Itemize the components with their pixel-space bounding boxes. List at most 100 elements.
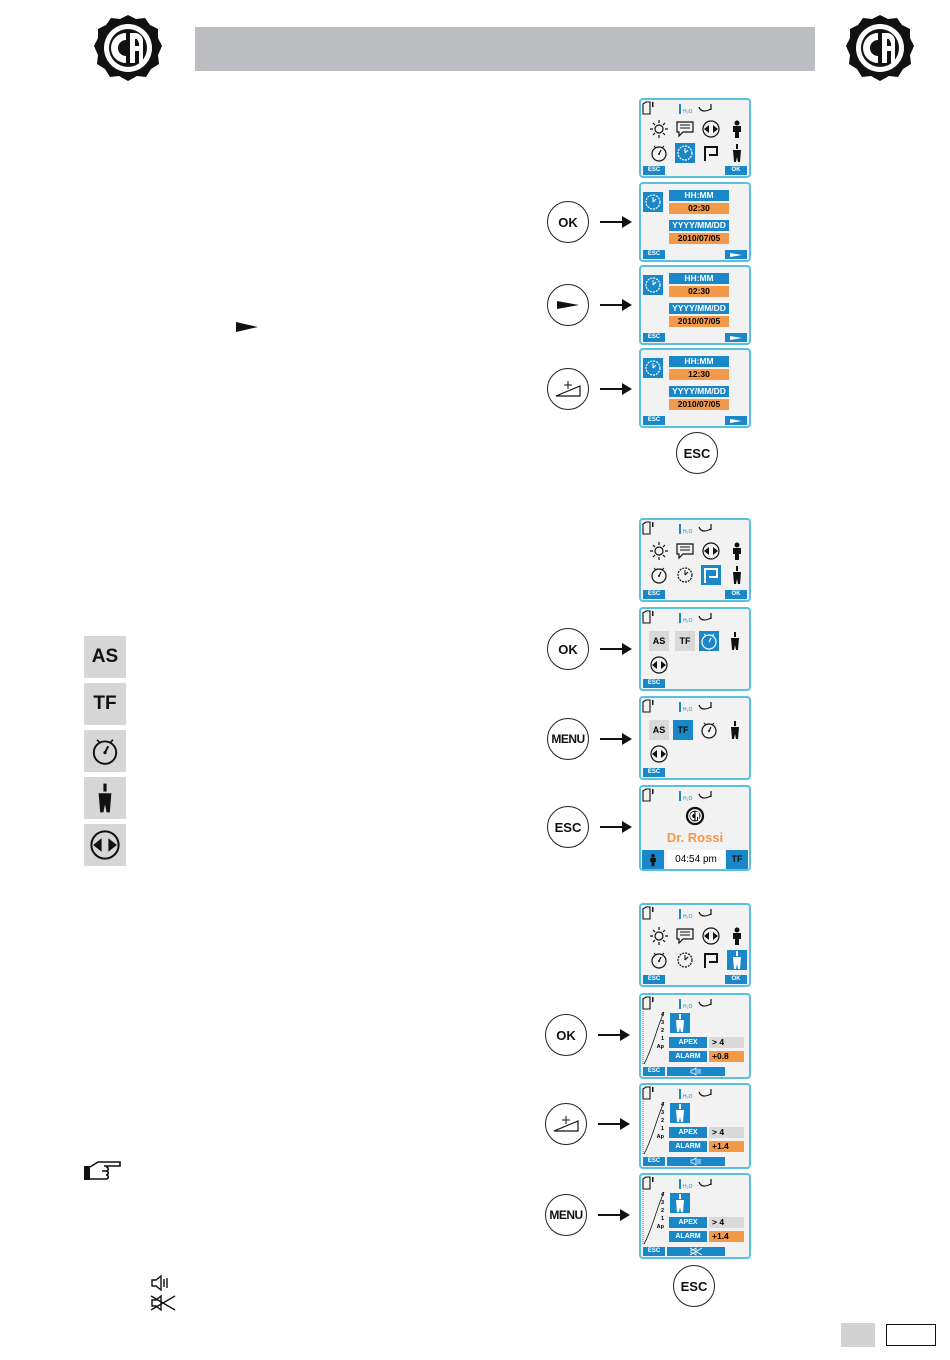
calibration-icon [702, 927, 720, 945]
esc-button[interactable]: ESC [673, 1265, 715, 1307]
date-label: YYYY/MM/DD [669, 220, 729, 231]
time-label: HH:MM [669, 356, 729, 367]
ok-button[interactable]: OK [547, 201, 589, 243]
alarm-value: +1.4 [709, 1231, 744, 1242]
user-icon [733, 120, 741, 138]
as-option: AS [649, 720, 669, 740]
tf-softkey: TF [726, 850, 748, 869]
arrow-right [600, 299, 632, 311]
tooth-legend-icon [84, 777, 126, 819]
status-bar [642, 906, 712, 920]
timer-option-selected [699, 631, 719, 651]
ca-logo-left [94, 15, 162, 81]
esc-button[interactable]: ESC [676, 432, 718, 474]
home-time: 04:54 pm [667, 850, 725, 869]
alarm-value: +1.4 [709, 1141, 744, 1152]
time-screen-1: HH:MM 02:30 YYYY/MM/DD 2010/07/05 ESC [639, 182, 751, 262]
clock-icon-selected [675, 143, 695, 163]
brightness-icon [649, 926, 669, 946]
doctor-name: Dr. Rossi [666, 830, 724, 845]
tooth-icon [731, 632, 739, 650]
menu-button[interactable]: MENU [545, 1194, 587, 1236]
ok-softkey: OK [725, 590, 747, 599]
message-icon [676, 543, 694, 559]
time-screen-2: HH:MM 02:30 YYYY/MM/DD 2010/07/05 ESC [639, 265, 751, 345]
apex-scale-graphic [642, 1191, 665, 1245]
menu-screen-tooth-selected: ESC OK [639, 903, 751, 987]
apex-label: APEX [669, 1127, 707, 1138]
instrument-icon [704, 953, 718, 969]
ca-logo-small [685, 806, 705, 826]
pointing-hand-icon [84, 1161, 121, 1180]
status-bar [642, 1176, 712, 1190]
ok-softkey: OK [725, 975, 747, 984]
page-number-box [886, 1324, 936, 1346]
submenu-screen-timer-selected: AS TF ESC [639, 607, 751, 691]
time-label: HH:MM [669, 273, 729, 284]
esc-softkey: ESC [643, 166, 665, 175]
alarm-label: ALARM [669, 1051, 707, 1062]
sound-off-softkey [667, 1247, 725, 1256]
apex-label: APEX [669, 1037, 707, 1048]
timer-icon [701, 722, 717, 739]
next-button[interactable] [547, 284, 589, 326]
arrow-right [598, 1029, 630, 1041]
arrow-right [598, 1118, 630, 1130]
as-legend-icon: AS [84, 636, 126, 678]
clock-icon [643, 275, 663, 295]
esc-softkey: ESC [643, 679, 665, 688]
calibration-icon [650, 656, 668, 674]
time-label: HH:MM [669, 190, 729, 201]
calibration-icon [650, 745, 668, 763]
as-option: AS [649, 631, 669, 651]
submenu-screen-tf-selected: AS TF ESC [639, 696, 751, 780]
user-softkey [642, 850, 664, 869]
status-bar [642, 101, 712, 115]
clock-icon [677, 952, 693, 968]
page-tab-gray [841, 1323, 875, 1347]
esc-softkey: ESC [643, 250, 665, 259]
date-value: 2010/07/05 [669, 316, 729, 327]
clock-icon [643, 358, 663, 378]
menu-button[interactable]: MENU [547, 718, 589, 760]
user-icon [733, 542, 741, 560]
tf-option: TF [675, 631, 695, 651]
play-arrow-icon-inline [236, 322, 258, 332]
esc-softkey: ESC [643, 416, 665, 425]
tf-option-selected: TF [673, 720, 693, 740]
calibration-icon [702, 542, 720, 560]
time-screen-3: HH:MM 12:30 YYYY/MM/DD 2010/07/05 ESC [639, 348, 751, 428]
apex-value: > 4 [709, 1217, 744, 1228]
home-screen: Dr. Rossi 04:54 pm TF [639, 785, 751, 871]
message-icon [676, 121, 694, 137]
increase-button[interactable] [547, 368, 589, 410]
apex-value: > 4 [709, 1127, 744, 1138]
ok-button[interactable]: OK [545, 1014, 587, 1056]
instrument-icon-selected [701, 565, 721, 585]
sound-on-icon [151, 1275, 168, 1291]
sound-on-softkey [667, 1157, 725, 1166]
ok-softkey: OK [725, 166, 747, 175]
apex-scale-graphic [642, 1011, 665, 1065]
tooth-icon [670, 1103, 690, 1123]
ok-button[interactable]: OK [547, 628, 589, 670]
date-value: 2010/07/05 [669, 399, 729, 410]
apex-label: APEX [669, 1217, 707, 1228]
time-value: 02:30 [669, 286, 729, 297]
esc-button[interactable]: ESC [547, 806, 589, 848]
increase-button[interactable] [545, 1103, 587, 1145]
brightness-icon [649, 541, 669, 561]
tooth-icon [733, 144, 741, 162]
time-value: 02:30 [669, 203, 729, 214]
esc-softkey: ESC [643, 1247, 665, 1256]
date-value: 2010/07/05 [669, 233, 729, 244]
status-bar [642, 788, 712, 802]
arrow-right [600, 216, 632, 228]
brightness-icon [649, 119, 669, 139]
instrument-icon [704, 146, 718, 162]
next-softkey [725, 416, 747, 425]
alarm-value: +0.8 [709, 1051, 744, 1062]
